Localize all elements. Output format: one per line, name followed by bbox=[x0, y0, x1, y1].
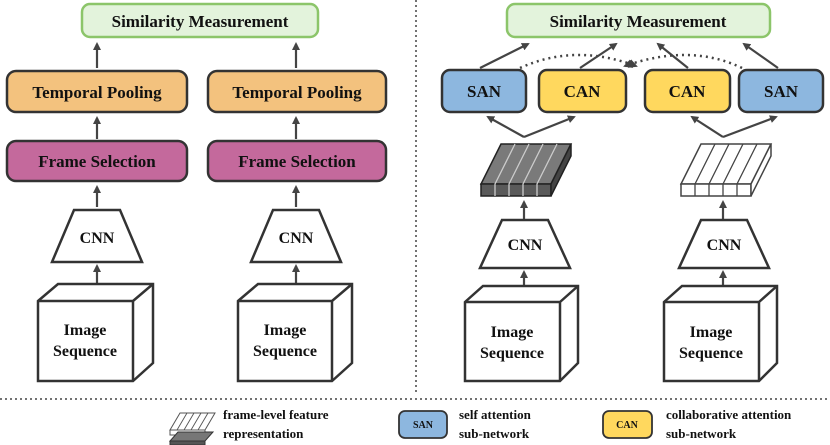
right-cnn-1-label: CNN bbox=[508, 237, 543, 254]
left-image-sequence-1-line1: Image bbox=[64, 322, 107, 339]
right-arrow-feat1-to-can1 bbox=[523, 115, 576, 139]
right-arrow-san2-to-sim bbox=[742, 42, 779, 69]
right-cnn-1 bbox=[478, 218, 572, 270]
right-image-sequence-2-line2: Sequence bbox=[679, 345, 743, 362]
right-image-sequence-2-line1: Image bbox=[690, 324, 733, 341]
legend-san-badge bbox=[398, 410, 448, 439]
right-can-2 bbox=[643, 68, 732, 114]
left-temporal-pooling-1-label: Temporal Pooling bbox=[32, 83, 162, 102]
left-similarity-label: Similarity Measurement bbox=[112, 12, 289, 31]
legend-san-line2: sub-network bbox=[459, 426, 530, 441]
right-cnn-2-label: CNN bbox=[707, 237, 742, 254]
left-frame-selection-1-label: Frame Selection bbox=[38, 152, 156, 171]
right-dotted-arrow-san2-to-can1 bbox=[623, 53, 743, 70]
right-can-1 bbox=[537, 68, 628, 114]
left-image-sequence-1-line2: Sequence bbox=[53, 343, 117, 360]
legend-can-badge bbox=[602, 410, 653, 439]
left-cnn-1-label: CNN bbox=[80, 230, 115, 247]
left-temporal-pooling-2-label: Temporal Pooling bbox=[232, 83, 362, 102]
right-similarity-box bbox=[505, 2, 772, 39]
legend-can-line1: collaborative attention bbox=[666, 407, 792, 422]
left-image-sequence-2 bbox=[236, 282, 354, 383]
left-image-sequence-1 bbox=[36, 282, 155, 383]
legend-feature-line1: frame-level feature bbox=[223, 407, 329, 422]
left-frame-selection-2-label: Frame Selection bbox=[238, 152, 356, 171]
right-image-sequence-1-line2: Sequence bbox=[480, 345, 544, 362]
right-san-2-label: SAN bbox=[764, 82, 799, 101]
left-temporal-pooling-2 bbox=[206, 69, 388, 114]
left-cnn-2-label: CNN bbox=[279, 230, 314, 247]
left-frame-selection-2 bbox=[206, 139, 388, 183]
right-san-2 bbox=[737, 68, 825, 114]
right-can-1-label: CAN bbox=[564, 82, 602, 101]
right-feature-stack-2 bbox=[679, 143, 773, 197]
right-arrow-feat2-to-can2 bbox=[690, 115, 724, 138]
right-similarity-label: Similarity Measurement bbox=[550, 12, 727, 31]
right-arrow-can2-to-sim bbox=[656, 42, 689, 69]
right-feature-stack-1 bbox=[479, 143, 573, 197]
left-image-sequence-2-line1: Image bbox=[264, 322, 307, 339]
right-image-sequence-1 bbox=[463, 284, 580, 383]
right-dotted-arrow-san1-to-can2 bbox=[519, 53, 638, 70]
right-image-sequence-1-line1: Image bbox=[491, 324, 534, 341]
right-arrow-san1-to-sim bbox=[479, 43, 530, 69]
left-frame-selection-1 bbox=[5, 139, 189, 183]
right-san-1-label: SAN bbox=[467, 82, 502, 101]
left-temporal-pooling-1 bbox=[5, 69, 189, 114]
legend-san-line1: self attention bbox=[459, 407, 532, 422]
left-cnn-2 bbox=[249, 208, 343, 264]
legend-can-badge-label: CAN bbox=[616, 420, 638, 431]
right-can-2-label: CAN bbox=[669, 82, 707, 101]
left-cnn-1 bbox=[50, 208, 144, 264]
left-panel: Similarity Measurement Temporal Pooling … bbox=[5, 2, 388, 383]
left-image-sequence-2-line2: Sequence bbox=[253, 343, 317, 360]
legend: frame-level feature representation SAN s… bbox=[168, 407, 792, 445]
right-arrow-feat2-to-san2 bbox=[722, 115, 778, 139]
legend-san-badge-label: SAN bbox=[413, 420, 434, 431]
right-arrow-feat1-to-san1 bbox=[486, 116, 525, 138]
legend-can-line2: sub-network bbox=[666, 426, 737, 441]
left-similarity-box bbox=[80, 2, 320, 39]
right-san-1 bbox=[440, 68, 528, 114]
legend-feature-icon bbox=[168, 412, 216, 445]
legend-feature-line2: representation bbox=[223, 426, 304, 441]
right-image-sequence-2 bbox=[662, 284, 779, 383]
right-panel: Similarity Measurement SAN CAN CAN SAN bbox=[440, 2, 825, 383]
right-cnn-2 bbox=[677, 218, 771, 270]
